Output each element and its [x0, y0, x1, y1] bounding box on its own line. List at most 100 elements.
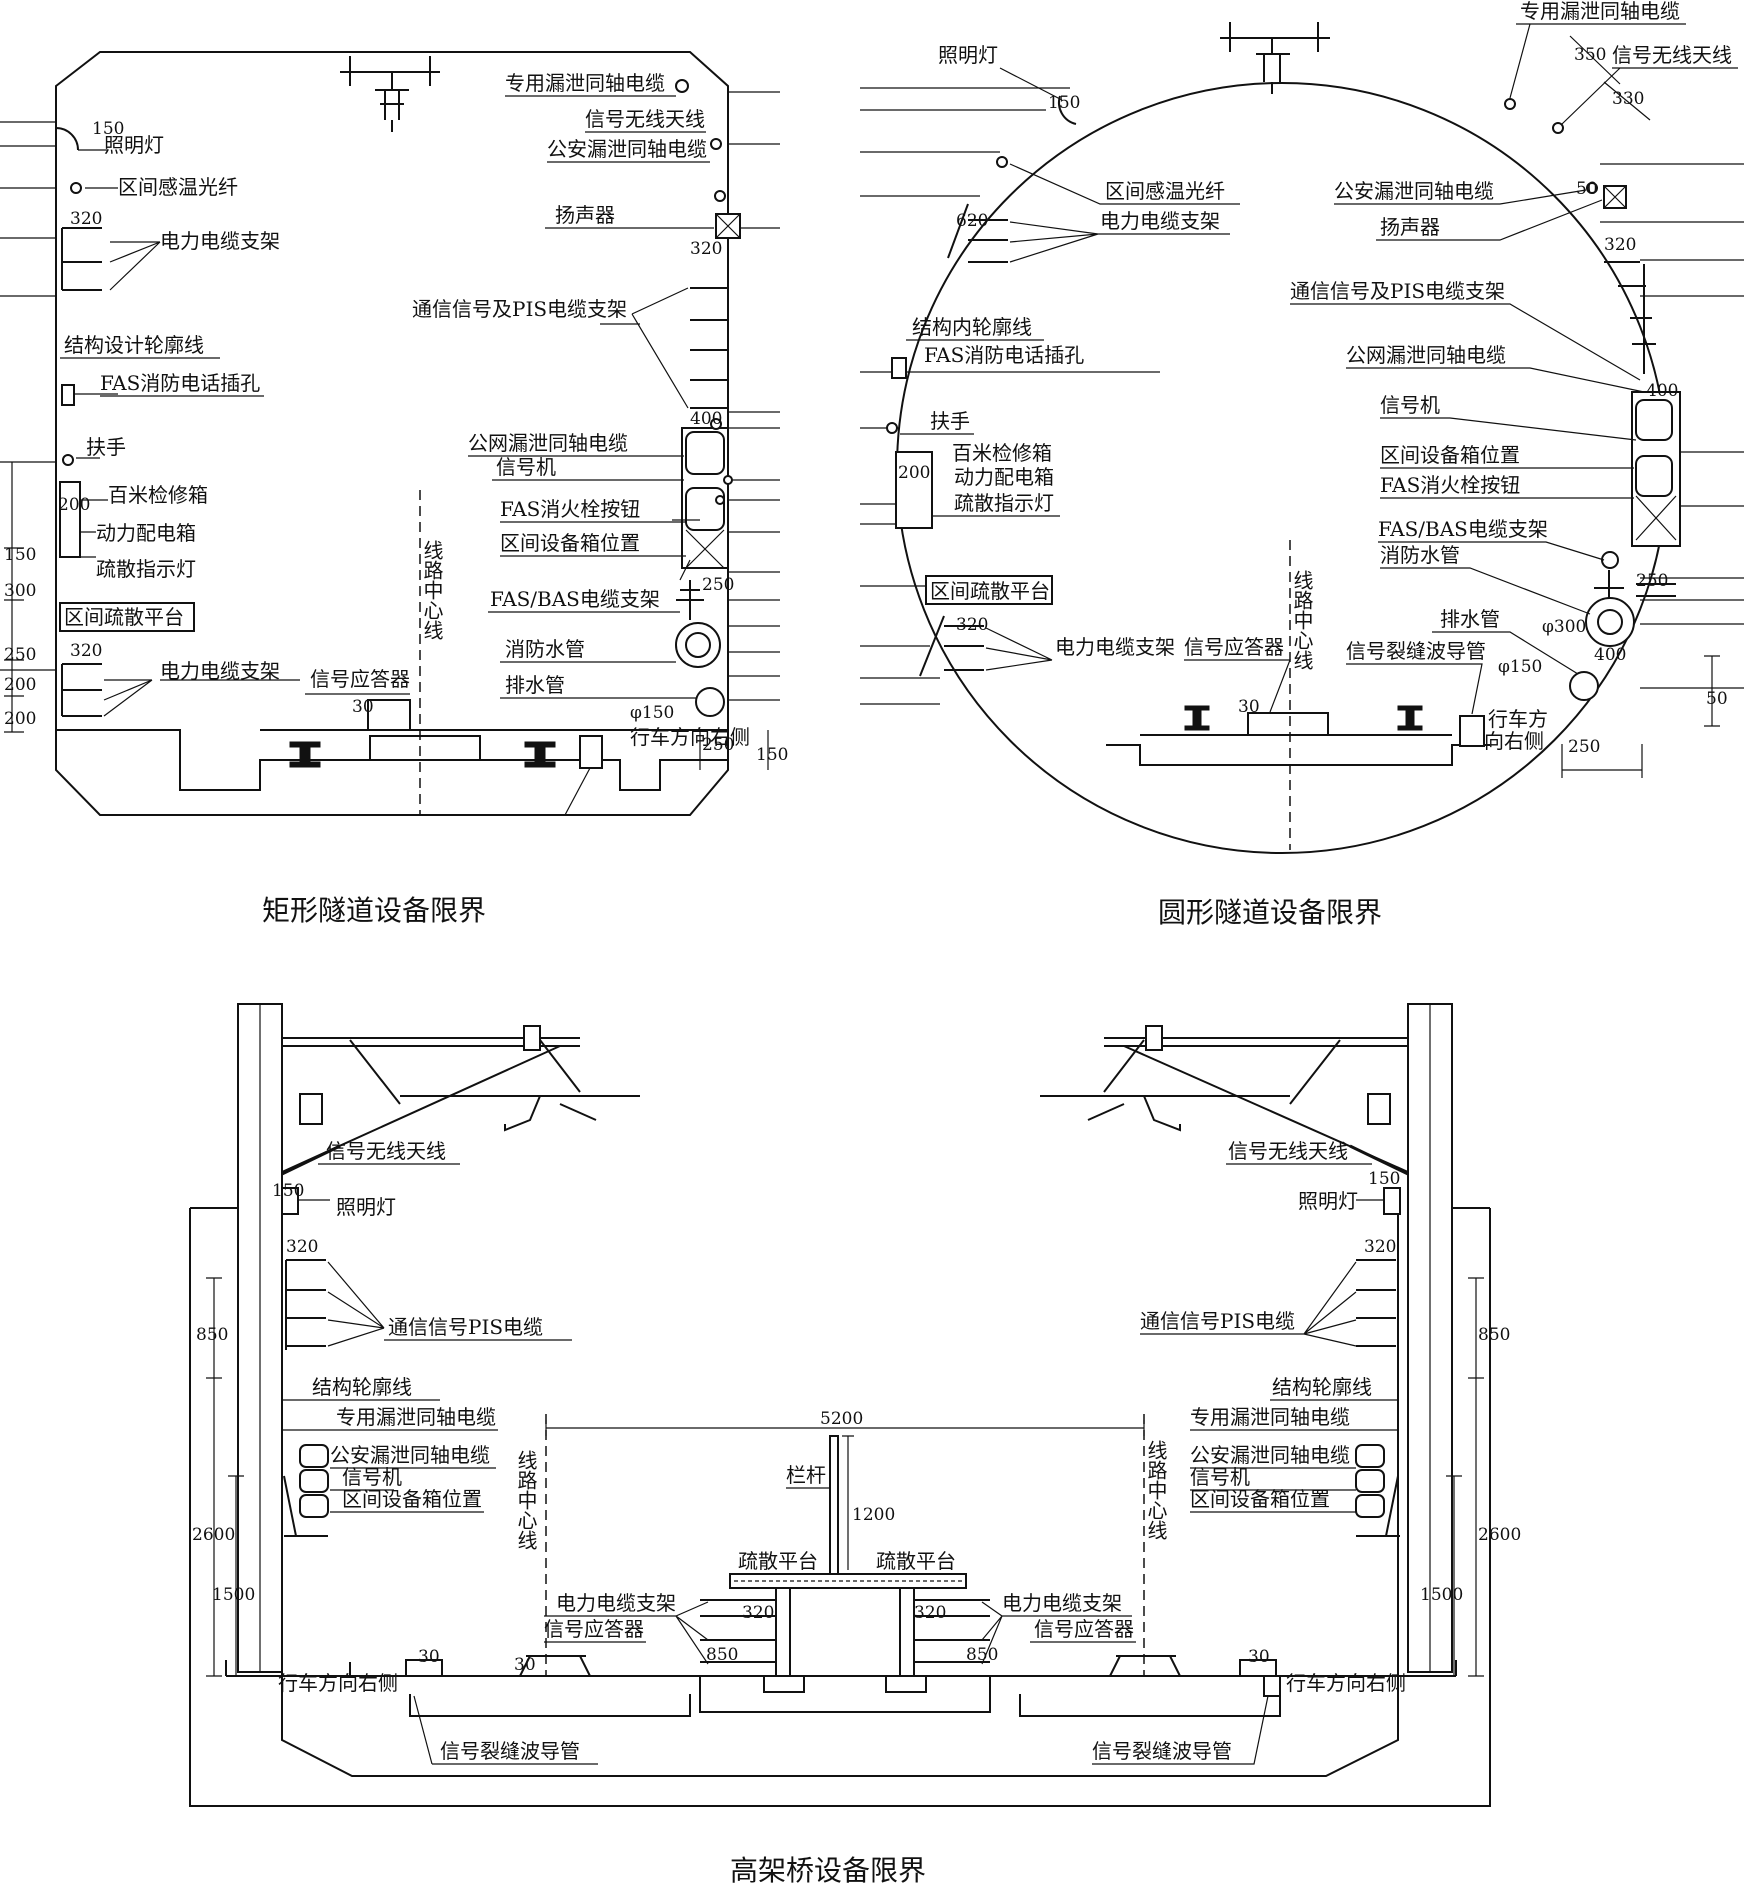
rect-dim-250c: 250	[702, 735, 734, 755]
rect-signal-antenna-label: 信号无线天线	[585, 107, 705, 131]
circle-dim-400a: 400	[1646, 381, 1678, 401]
rect-evac-platform-label: 区间疏散平台	[64, 605, 184, 629]
bridge-outer-frame	[189, 1208, 1491, 1807]
rect-fas-phone-label: FAS消防电话插孔	[100, 371, 260, 395]
bridge-structure-right-label: 结构轮廓线	[1272, 1375, 1372, 1399]
bridge-cantilever-right	[1040, 1037, 1409, 1173]
rect-fiber-label: 区间感温光纤	[118, 175, 238, 199]
bridge-dim-850cr: 850	[966, 1645, 998, 1665]
bridge-waveguide-right-label: 信号裂缝波导管	[1092, 1739, 1232, 1763]
circle-rail-right	[1397, 705, 1423, 731]
bridge-left-equipment	[281, 1187, 443, 1677]
bridge-signal-right-label: 信号机	[1190, 1465, 1250, 1489]
circle-fas-bas-label: FAS/BAS电缆支架	[1378, 517, 1548, 541]
rect-dim-200c: 200	[4, 709, 36, 729]
circle-structure-label: 结构内轮廓线	[912, 315, 1032, 339]
rect-tunnel-outline	[55, 51, 729, 816]
circle-tunnel-panel: 线路中心线 照明灯 区间感温光纤	[860, 0, 1744, 929]
circle-power-box-label: 动力配电箱	[954, 465, 1054, 489]
circle-equip-box-label: 区间设备箱位置	[1380, 443, 1520, 467]
bridge-centerline-label-left: 线路中心线	[514, 1450, 538, 1550]
circle-left-items	[860, 87, 1160, 705]
rect-dim-phi150: φ150	[630, 703, 674, 723]
bridge-track-left	[409, 1655, 691, 1717]
rect-fire-pipe-label: 消防水管	[505, 637, 585, 661]
circle-caption: 圆形隧道设备限界	[1158, 896, 1382, 929]
bridge-dim-320cr: 320	[914, 1603, 946, 1623]
circle-signal-machine-label: 信号机	[1380, 393, 1440, 417]
circle-evac-platform-label: 区间疏散平台	[930, 579, 1050, 603]
circle-dim-320a: 320	[1604, 235, 1636, 255]
bridge-equip-left-label: 区间设备箱位置	[342, 1487, 482, 1511]
rect-centerline-label: 线路中心线	[420, 540, 444, 640]
bridge-dim-30cl: 30	[514, 1655, 536, 1675]
bridge-direction-right-label: 行车方向右侧	[1286, 1671, 1406, 1695]
bridge-antenna-left-label: 信号无线天线	[326, 1139, 446, 1163]
rect-rail-right	[524, 741, 556, 768]
bridge-leaky-left-label: 专用漏泄同轴电缆	[336, 1405, 496, 1429]
rect-lighting-label: 照明灯	[104, 133, 164, 157]
bridge-dim-150r: 150	[1368, 1169, 1400, 1189]
rect-dim-200b: 200	[4, 675, 36, 695]
circle-dim-620: 620	[956, 211, 988, 231]
circle-dim-200: 200	[898, 463, 930, 483]
rect-transponder-label: 信号应答器	[310, 667, 410, 691]
rect-catenary	[340, 56, 440, 132]
circle-catenary	[1220, 22, 1330, 94]
rect-power-box-label: 动力配电箱	[96, 521, 196, 545]
circle-maint-box-label: 百米检修箱	[952, 441, 1052, 465]
bridge-waveguide-left-label: 信号裂缝波导管	[440, 1739, 580, 1763]
rect-fas-button-label: FAS消火栓按钮	[500, 497, 640, 521]
rect-dim-200: 200	[58, 495, 90, 515]
circle-fas-button-label: FAS消火栓按钮	[1380, 473, 1520, 497]
bridge-dim-1200: 1200	[852, 1505, 895, 1525]
bridge-power-left-label: 电力电缆支架	[556, 1591, 676, 1615]
circle-evac-light-label: 疏散指示灯	[954, 491, 1054, 515]
circle-leaky-dedicated-label: 专用漏泄同轴电缆	[1520, 0, 1680, 23]
circle-speaker-label: 扬声器	[1380, 215, 1440, 239]
bridge-transponder-right-label: 信号应答器	[1034, 1617, 1134, 1641]
rect-sleeper	[369, 735, 481, 761]
bridge-dim-30r: 30	[1248, 1647, 1270, 1667]
circle-dim-250b: 250	[1568, 737, 1600, 757]
bridge-evac-left-label: 疏散平台	[738, 1549, 818, 1573]
circle-right-items	[1504, 98, 1744, 778]
circle-dim-320b: 320	[956, 615, 988, 635]
circle-dim-phi300: φ300	[1542, 617, 1586, 637]
bridge-lighting-right-label: 照明灯	[1298, 1189, 1358, 1213]
bridge-dim-1500l: 1500	[212, 1585, 255, 1605]
circle-power-bracket-top-label: 电力电缆支架	[1100, 209, 1220, 233]
circle-signal-antenna-label: 信号无线天线	[1612, 43, 1732, 67]
rect-dim-320c: 320	[70, 641, 102, 661]
rect-tunnel-panel: 线路中心线 照明灯 区间感温光纤 电力电缆支架 结构设计轮廓线	[0, 51, 788, 927]
rect-dim-30: 30	[352, 697, 374, 717]
bridge-comm-left-label: 通信信号PIS电缆	[388, 1315, 543, 1339]
bridge-structure-left-label: 结构轮廓线	[312, 1375, 412, 1399]
rect-caption: 矩形隧道设备限界	[262, 894, 486, 927]
circle-dim-400b: 400	[1594, 645, 1626, 665]
bridge-antenna-right-label: 信号无线天线	[1228, 1139, 1348, 1163]
rect-direction-label-a: 行车方向右侧	[630, 725, 750, 749]
rect-maint-box-label: 百米检修箱	[108, 483, 208, 507]
bridge-railing-label: 栏杆	[786, 1463, 826, 1487]
rect-dim-400: 400	[690, 409, 722, 429]
circle-public-leaky-label: 公网漏泄同轴电缆	[1346, 343, 1506, 367]
circle-dim-330: 330	[1612, 89, 1644, 109]
rect-police-leaky-label: 公安漏泄同轴电缆	[547, 137, 707, 161]
circle-power-bracket-bottom-label: 电力电缆支架	[1055, 635, 1175, 659]
bridge-dim-2600r: 2600	[1478, 1525, 1521, 1545]
rect-handrail-label: 扶手	[86, 435, 126, 459]
bridge-public-left-label: 公安漏泄同轴电缆	[330, 1443, 490, 1467]
rect-power-bracket-top-label: 电力电缆支架	[160, 229, 280, 253]
circle-centerline-label: 线路中心线	[1290, 570, 1314, 670]
circle-transponder-label: 信号应答器	[1184, 635, 1284, 659]
circle-dim-30: 30	[1238, 697, 1260, 717]
bridge-cantilever-left	[281, 1037, 640, 1173]
bridge-power-right-label: 电力电缆支架	[1002, 1591, 1122, 1615]
rect-leaky-dedicated-label: 专用漏泄同轴电缆	[505, 71, 665, 95]
rect-rail-left	[289, 741, 321, 768]
bridge-dim-320l: 320	[286, 1237, 318, 1257]
circle-waveguide-label: 信号裂缝波导管	[1346, 639, 1486, 663]
rect-public-leaky-label: 公网漏泄同轴电缆	[468, 431, 628, 455]
circle-direction-label-b: 向右侧	[1484, 729, 1544, 753]
